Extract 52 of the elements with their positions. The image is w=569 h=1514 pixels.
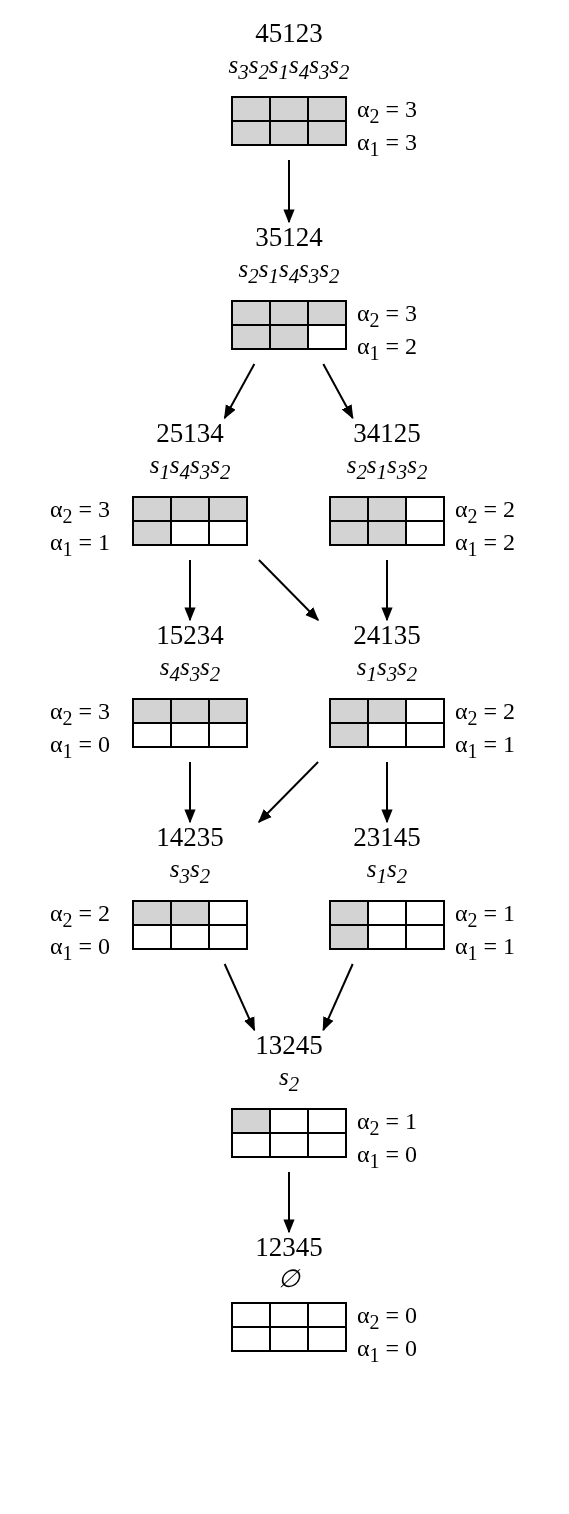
reduced-word-label: s$_{3}$s$_{2}$s$_{1}$s$_{4}$s$_{3}$s$_{2}$: [228, 50, 350, 86]
alpha-value-label: α$_{2}$ = 1: [455, 900, 516, 933]
reduced-word-label: s$_{2}$s$_{1}$s$_{3}$s$_{2}$: [346, 450, 428, 486]
alpha-value-label: α$_{1}$ = 0: [49, 932, 110, 966]
reduced-word-label: s$_{2}$s$_{1}$s$_{4}$s$_{3}$s$_{2}$: [238, 254, 340, 290]
alpha-value-label: α$_{1}$ = 1: [455, 730, 516, 764]
alpha-value-label: α$_{1}$ = 0: [357, 1140, 418, 1174]
alpha-value-label: α$_{1}$ = 1: [49, 528, 110, 562]
arrow: [257, 761, 320, 823]
arrow: [381, 559, 393, 622]
permutation-label: 14235: [156, 822, 224, 853]
alpha-value-label: α$_{1}$ = 2: [357, 332, 418, 366]
arrow: [257, 559, 320, 621]
alpha-value-label: α$_{2}$ = 2: [455, 698, 516, 731]
alpha-value-label: α$_{2}$ = 3: [357, 300, 418, 333]
alpha-value-label: α$_{2}$ = 3: [49, 496, 110, 529]
alpha-value-label: α$_{2}$ = 2: [455, 496, 516, 529]
arrow: [322, 963, 354, 1032]
alpha-value-label: α$_{1}$ = 0: [49, 730, 110, 764]
permutation-label: 25134: [156, 418, 224, 449]
permutation-label: 35124: [255, 222, 323, 253]
reduced-word-label: s$_{4}$s$_{3}$s$_{2}$: [159, 652, 221, 688]
alpha-value-label: α$_{1}$ = 3: [357, 128, 418, 162]
permutation-label: 24135: [353, 620, 421, 651]
arrow: [184, 761, 196, 824]
arrow: [283, 1171, 295, 1234]
arrow: [223, 363, 256, 420]
arrow: [322, 363, 354, 420]
alpha-value-label: α$_{2}$ = 2: [49, 900, 110, 933]
alpha-value-label: α$_{2}$ = 1: [357, 1108, 418, 1141]
permutation-label: 34125: [353, 418, 421, 449]
alpha-value-label: α$_{1}$ = 2: [455, 528, 516, 562]
reduced-word-label: ∅: [278, 1264, 300, 1294]
permutation-label: 12345: [255, 1232, 323, 1263]
permutation-label: 23145: [353, 822, 421, 853]
reduced-word-label: s$_{1}$s$_{4}$s$_{3}$s$_{2}$: [149, 450, 231, 486]
arrow: [184, 559, 196, 622]
alpha-value-label: α$_{1}$ = 1: [455, 932, 516, 966]
arrow: [223, 963, 256, 1032]
arrow: [381, 761, 393, 824]
reduced-word-label: s$_{2}$: [278, 1062, 300, 1098]
alpha-value-label: α$_{2}$ = 3: [49, 698, 110, 731]
alpha-value-label: α$_{2}$ = 0: [357, 1302, 418, 1335]
alpha-value-label: α$_{2}$ = 3: [357, 96, 418, 129]
permutation-label: 15234: [156, 620, 224, 651]
reduced-word-label: s$_{3}$s$_{2}$: [169, 854, 211, 890]
permutation-label: 45123: [255, 18, 323, 49]
reduced-word-label: s$_{1}$s$_{3}$s$_{2}$: [356, 652, 418, 688]
reduced-word-label: s$_{1}$s$_{2}$: [366, 854, 408, 890]
arrow: [283, 159, 295, 224]
permutation-label: 13245: [255, 1030, 323, 1061]
alpha-value-label: α$_{1}$ = 0: [357, 1334, 418, 1368]
